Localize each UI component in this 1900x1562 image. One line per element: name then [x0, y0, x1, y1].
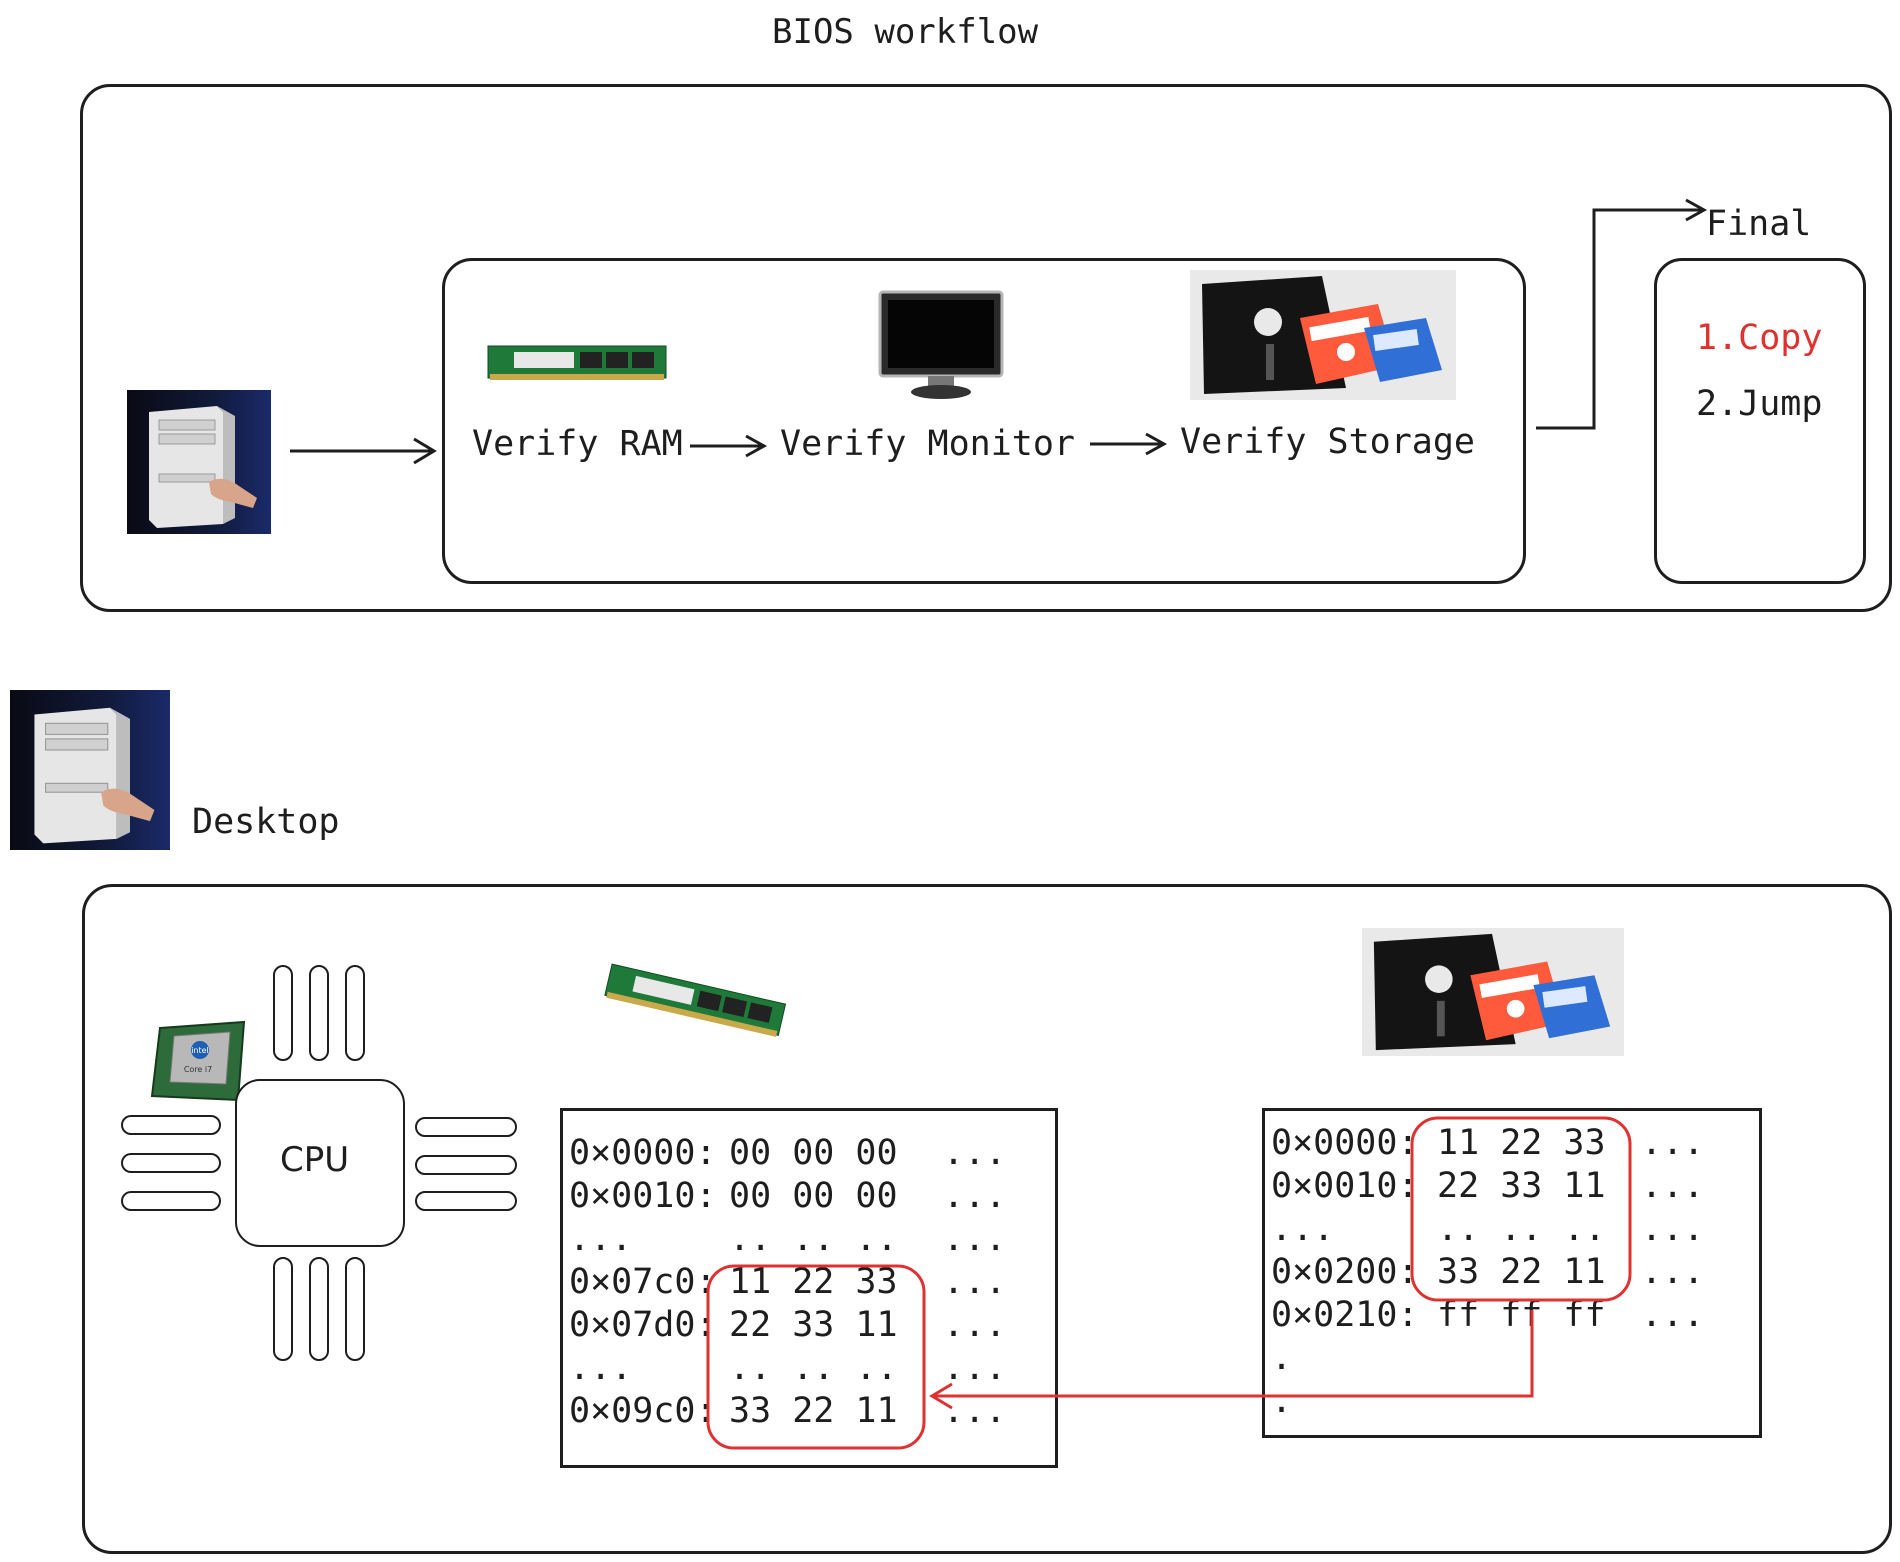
table-row: 0×0200:33 22 11...	[1271, 1252, 1705, 1292]
cpu-chip-photo-icon: intel Core i7	[146, 1018, 250, 1106]
step-verify-ram: Verify RAM	[472, 424, 683, 464]
svg-text:intel: intel	[191, 1046, 209, 1055]
table-row: ..... .. .....	[569, 1219, 1007, 1259]
final-item-jump: 2.Jump	[1696, 384, 1823, 424]
final-frame	[1654, 258, 1866, 584]
table-row: 0×0000:00 00 00...	[569, 1133, 1007, 1173]
final-item-copy: 1.Copy	[1696, 318, 1823, 358]
bios-workflow-frame	[80, 84, 1892, 612]
table-row: 0×0000:11 22 33...	[1271, 1123, 1705, 1163]
desktop-frame	[82, 884, 1892, 1554]
table-row: .	[1271, 1338, 1293, 1378]
diagram-title: BIOS workflow	[772, 12, 1039, 52]
desktop-tower-photo-icon-2	[10, 690, 170, 850]
table-row: 0×0010:00 00 00...	[569, 1176, 1007, 1216]
ram-stick-photo-icon	[487, 342, 667, 382]
disk-memory-table: 0×0000:11 22 33... 0×0010:22 33 11... ..…	[1262, 1108, 1762, 1438]
table-row: ..... .. .....	[569, 1348, 1007, 1388]
floppy-disks-photo-icon-2	[1360, 928, 1626, 1056]
floppy-disks-photo-icon	[1190, 270, 1456, 400]
table-row: .	[1271, 1381, 1293, 1421]
monitor-photo-icon	[878, 290, 1004, 402]
desktop-label: Desktop	[192, 802, 340, 842]
table-row: 0×07d0:22 33 11...	[569, 1305, 1007, 1345]
step-verify-monitor: Verify Monitor	[780, 424, 1076, 464]
table-row: 0×09c0:33 22 11...	[569, 1391, 1007, 1431]
ram-memory-table: 0×0000:00 00 00... 0×0010:00 00 00... ..…	[560, 1108, 1058, 1468]
cpu-label: CPU	[280, 1140, 350, 1180]
svg-text:Core i7: Core i7	[184, 1065, 212, 1074]
desktop-tower-photo-icon	[127, 390, 271, 534]
final-label: Final	[1706, 204, 1812, 244]
ram-stick-photo-icon-2	[603, 960, 787, 1039]
table-row: 0×0010:22 33 11...	[1271, 1166, 1705, 1206]
verify-steps-frame	[442, 258, 1526, 584]
table-row: 0×07c0:11 22 33...	[569, 1262, 1007, 1302]
step-verify-storage: Verify Storage	[1180, 422, 1476, 462]
table-row: 0×0210:ff ff ff...	[1271, 1295, 1705, 1335]
table-row: ..... .. .....	[1271, 1209, 1705, 1249]
